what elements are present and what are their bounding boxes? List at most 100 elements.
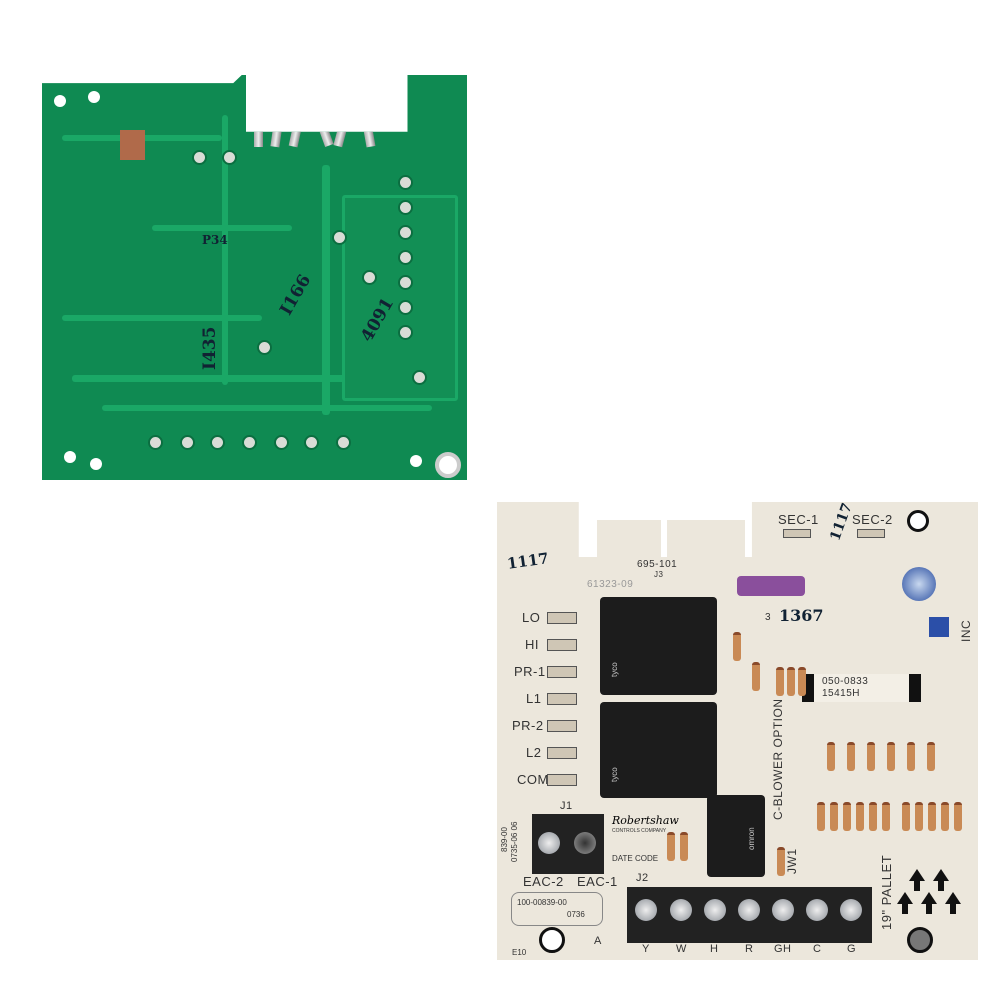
relay-brand: tyco bbox=[610, 662, 619, 677]
handwritten-mark: I435 bbox=[200, 326, 220, 370]
terminal-screw-w[interactable] bbox=[670, 899, 692, 921]
terminal-screw-h[interactable] bbox=[704, 899, 726, 921]
terminal-screw-c[interactable] bbox=[806, 899, 828, 921]
side-code: 0735-06 06 bbox=[510, 821, 519, 862]
j3-part-label: 695-101 bbox=[637, 559, 678, 570]
board-tab bbox=[667, 520, 745, 560]
terminal-screw-r[interactable] bbox=[738, 899, 760, 921]
eac2-label: EAC-2 bbox=[523, 874, 564, 889]
terminal-label-w: W bbox=[676, 943, 687, 955]
terminal-screw-g[interactable] bbox=[840, 899, 862, 921]
terminal-label-gh: GH bbox=[774, 943, 792, 955]
spade-terminal[interactable] bbox=[547, 720, 577, 732]
eac2-screw[interactable] bbox=[538, 832, 560, 854]
resistor bbox=[827, 742, 835, 771]
copper-trace bbox=[62, 315, 262, 321]
terminal-label-r: R bbox=[745, 943, 754, 955]
sec1-label: SEC-1 bbox=[778, 512, 819, 527]
arrow-up-icon bbox=[902, 904, 908, 914]
fuse bbox=[737, 576, 805, 596]
copper-trace bbox=[222, 115, 228, 385]
relay-k2: tyco bbox=[600, 597, 717, 695]
spade-terminal[interactable] bbox=[547, 774, 577, 786]
sec2-terminal[interactable] bbox=[857, 529, 885, 538]
eac1-screw[interactable] bbox=[574, 832, 596, 854]
eac-terminal-block bbox=[532, 814, 604, 874]
resistor bbox=[733, 632, 741, 661]
solder-pad bbox=[192, 150, 207, 165]
arrow-up-icon bbox=[926, 904, 932, 914]
resistor bbox=[787, 667, 795, 696]
resistor bbox=[830, 802, 838, 831]
spade-terminal[interactable] bbox=[547, 666, 577, 678]
capacitor bbox=[902, 567, 936, 601]
spade-terminal[interactable] bbox=[547, 612, 577, 624]
solder-pad bbox=[398, 175, 413, 190]
solder-pad bbox=[398, 275, 413, 290]
potentiometer[interactable] bbox=[929, 617, 949, 637]
arrow-up-icon bbox=[921, 892, 937, 904]
terminal-label-g: G bbox=[847, 943, 857, 955]
spade-terminal[interactable] bbox=[547, 639, 577, 651]
mounting-hole bbox=[907, 510, 929, 532]
copper-trace bbox=[102, 405, 432, 411]
part-number: 100-00839-00 bbox=[517, 898, 567, 907]
revision-label: A bbox=[594, 935, 602, 947]
resistor bbox=[915, 802, 923, 831]
arrow-up-icon bbox=[945, 892, 961, 904]
board-code: 61323-09 bbox=[587, 579, 634, 590]
fuse-rating: 3 bbox=[765, 612, 772, 623]
solder-pad bbox=[332, 230, 347, 245]
solder-pad bbox=[336, 435, 351, 450]
connector-pin bbox=[270, 94, 287, 148]
solder-pad bbox=[210, 435, 225, 450]
copper-trace bbox=[322, 165, 330, 415]
connector-pin bbox=[333, 94, 356, 148]
resistor-network bbox=[120, 130, 145, 160]
resistor bbox=[777, 847, 785, 876]
jw1-label: JW1 bbox=[785, 848, 799, 875]
sec1-terminal[interactable] bbox=[783, 529, 811, 538]
spade-terminal[interactable] bbox=[547, 747, 577, 759]
terminal-label-com: COM bbox=[517, 772, 549, 787]
resistor bbox=[817, 802, 825, 831]
j2-label: J2 bbox=[636, 872, 649, 884]
mounting-hole bbox=[907, 927, 933, 953]
terminal-label-h: H bbox=[710, 943, 719, 955]
handwritten-mark: 1117 bbox=[505, 549, 550, 573]
spade-terminal[interactable] bbox=[547, 693, 577, 705]
solder-pad bbox=[222, 150, 237, 165]
terminal-label-l1: L1 bbox=[526, 691, 542, 706]
mounting-hole bbox=[54, 95, 66, 107]
resistor bbox=[752, 662, 760, 691]
terminal-label-lo: LO bbox=[522, 610, 541, 625]
resistor bbox=[680, 832, 688, 861]
solder-pad bbox=[398, 225, 413, 240]
resistor bbox=[867, 742, 875, 771]
arrow-up-icon bbox=[909, 869, 925, 881]
maker-sub: CONTROLS COMPANY bbox=[612, 828, 667, 834]
terminal-screw-gh[interactable] bbox=[772, 899, 794, 921]
terminal-label-pr2: PR-2 bbox=[512, 718, 544, 733]
c-blower-option-label: C-BLOWER OPTION bbox=[771, 698, 785, 820]
mounting-hole bbox=[539, 927, 565, 953]
mounting-hole bbox=[64, 451, 76, 463]
copper-trace bbox=[72, 375, 452, 382]
terminal-label-y: Y bbox=[642, 943, 650, 955]
resistor bbox=[882, 802, 890, 831]
solder-pad bbox=[398, 300, 413, 315]
thermostat-terminal-block bbox=[627, 887, 872, 943]
solder-pad bbox=[274, 435, 289, 450]
relay-k1: tyco bbox=[600, 702, 717, 798]
mounting-hole bbox=[88, 91, 100, 103]
connector-pin bbox=[357, 94, 376, 148]
eac1-label: EAC-1 bbox=[577, 874, 618, 889]
sec2-label: SEC-2 bbox=[852, 512, 893, 527]
terminal-label-hi: HI bbox=[525, 637, 539, 652]
solder-pad bbox=[242, 435, 257, 450]
resistor bbox=[667, 832, 675, 861]
solder-pad bbox=[398, 250, 413, 265]
resistor bbox=[798, 667, 806, 696]
terminal-screw-y[interactable] bbox=[635, 899, 657, 921]
arrow-up-icon bbox=[950, 904, 956, 914]
